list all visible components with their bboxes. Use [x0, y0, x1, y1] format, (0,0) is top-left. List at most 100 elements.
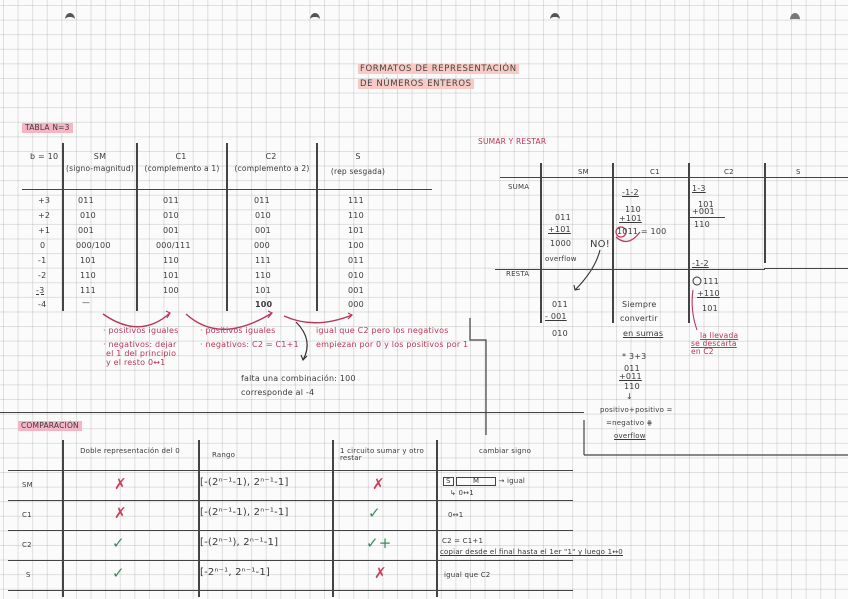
comp-row-signo: igual que C2 — [444, 571, 491, 579]
divider — [764, 268, 848, 270]
col-c1: C1 — [650, 168, 660, 176]
note-c2-s-2: empiezan por 0 y los positivos por 1 — [316, 340, 469, 349]
note-sm-c1-2: · negativos: dejar — [103, 340, 177, 349]
cell-c2: 000 — [254, 241, 270, 250]
divider — [612, 163, 614, 323]
cell-c2: 011 — [254, 196, 270, 205]
comp-row-signo: S M → igual — [443, 477, 525, 487]
cell-sm: 111 — [80, 286, 96, 295]
cell-s: 111 — [348, 196, 364, 205]
resta-c1-line2: convertir — [620, 314, 658, 323]
comp-row-rango: [-(2ⁿ⁻¹-1), 2ⁿ⁻¹-1] — [200, 507, 289, 518]
cell-c2: 110 — [255, 271, 271, 280]
note-falta-2: corresponde al -4 — [241, 388, 315, 397]
note-sm-c1-1: · positivos iguales — [103, 326, 179, 335]
suma-c2-a: 101 — [698, 200, 714, 209]
cell-c2: 010 — [255, 211, 271, 220]
resta-c1-a: 011 — [624, 364, 640, 373]
cross-icon: ✗ — [114, 475, 127, 493]
cell-c1: 001 — [163, 226, 179, 235]
cell-sm: 000/100 — [76, 241, 111, 250]
col-c2: C2 — [724, 168, 734, 176]
cell-s: 100 — [348, 241, 364, 250]
suma-c2-title: 1-3 — [692, 184, 706, 193]
comp-header-circuito: 1 circuito sumar y otro restar — [340, 447, 424, 463]
resta-c2-note1: la llevada — [700, 331, 739, 340]
divider — [198, 440, 200, 597]
arrow-down-icon: ↓ — [626, 392, 633, 401]
cell-sm: 110 — [80, 271, 96, 280]
resta-c1-result: 110 — [624, 382, 640, 391]
suma-c2-result: 110 — [694, 220, 710, 229]
divider — [8, 590, 573, 592]
comp-row-signo: 0↔1 — [448, 511, 464, 519]
cell-b10: +2 — [38, 211, 51, 220]
divider — [540, 163, 542, 323]
divider — [332, 440, 334, 597]
page-title-line2: DE NÚMEROS ENTEROS — [358, 79, 474, 89]
divider — [764, 163, 766, 263]
cell-s: 001 — [348, 286, 364, 295]
note-c1-c2-1: · positivos iguales — [200, 326, 276, 335]
cell-c1: 000/111 — [156, 241, 191, 250]
cell-s: 110 — [348, 211, 364, 220]
cell-b10: -1 — [38, 256, 47, 265]
suma-c2-b: +001 — [692, 207, 715, 216]
divider — [226, 143, 228, 311]
cell-c1: 011 — [163, 196, 179, 205]
comp-header-signo: cambiar signo — [478, 447, 532, 455]
cell-c2: 111 — [255, 256, 271, 265]
comparacion-label: COMPARACIÓN — [18, 421, 82, 431]
comp-row-fmt: C1 — [22, 511, 32, 519]
cell-s: 011 — [348, 256, 364, 265]
cell-c1: 110 — [163, 256, 179, 265]
suma-sm-result: 1000 — [550, 239, 572, 248]
note-falta-1: falta una combinación: 100 — [241, 374, 356, 383]
cell-c1: 101 — [163, 271, 179, 280]
binder-hole — [550, 13, 560, 26]
header-sm: SM — [93, 152, 107, 161]
check-plus-icon: ✓+ — [366, 534, 392, 552]
divider — [8, 560, 573, 562]
resta-c1-b: +011 — [619, 372, 642, 381]
header-s-sub: (rep sesgada) — [330, 167, 386, 176]
header-b10: b = 10 — [30, 152, 59, 161]
suma-c1-result: 1011 = 100 — [617, 227, 667, 236]
comp-row-rango: [-(2ⁿ⁻¹-1), 2ⁿ⁻¹-1] — [200, 477, 289, 488]
header-s: S — [355, 152, 361, 161]
resta-c1-conclusion1: positivo+positivo = — [600, 406, 673, 414]
resta-c1-line3: en sumas — [623, 329, 664, 338]
resta-c2-note2: se descarta — [691, 339, 737, 348]
note-sm-c1-3: el 1 del principio — [106, 349, 177, 358]
resta-c2-result: 101 — [702, 304, 718, 313]
header-c2: C2 — [265, 152, 277, 161]
divider — [8, 530, 573, 532]
comp-row-fmt: C2 — [22, 541, 32, 549]
resta-c1-example: * 3+3 — [622, 352, 647, 361]
suma-c1-a: 110 — [625, 205, 641, 214]
divider — [688, 163, 690, 323]
row-suma: SUMA — [508, 183, 530, 191]
comp-header-doble: Doble representación del 0 — [80, 447, 180, 455]
divider — [8, 500, 573, 502]
row-resta: RESTA — [506, 270, 530, 278]
cell-b10: +3 — [38, 196, 51, 205]
cell-sm: 011 — [78, 196, 94, 205]
header-c2-sub: (complemento a 2) — [234, 164, 310, 173]
suma-sm-a: 011 — [555, 213, 571, 222]
comp-row-rango: [-2ⁿ⁻¹, 2ⁿ⁻¹-1] — [200, 567, 271, 578]
header-c1: C1 — [175, 152, 187, 161]
cell-c2: 101 — [255, 286, 271, 295]
cell-c2: 001 — [255, 226, 271, 235]
cell-c1: 100 — [163, 286, 179, 295]
cell-c1: 010 — [163, 211, 179, 220]
cell-sm: 101 — [80, 256, 96, 265]
cell-b10: -2 — [38, 271, 47, 280]
cell-b10: 0 — [40, 241, 46, 250]
comp-header-rango: Rango — [212, 451, 236, 459]
check-icon: ✓ — [112, 564, 125, 582]
header-sm-sub: (signo-magnitud) — [66, 164, 134, 173]
comp-row-signo: C2 = C1+1 — [442, 537, 484, 545]
resta-c1-line1: Siempre — [622, 300, 657, 309]
